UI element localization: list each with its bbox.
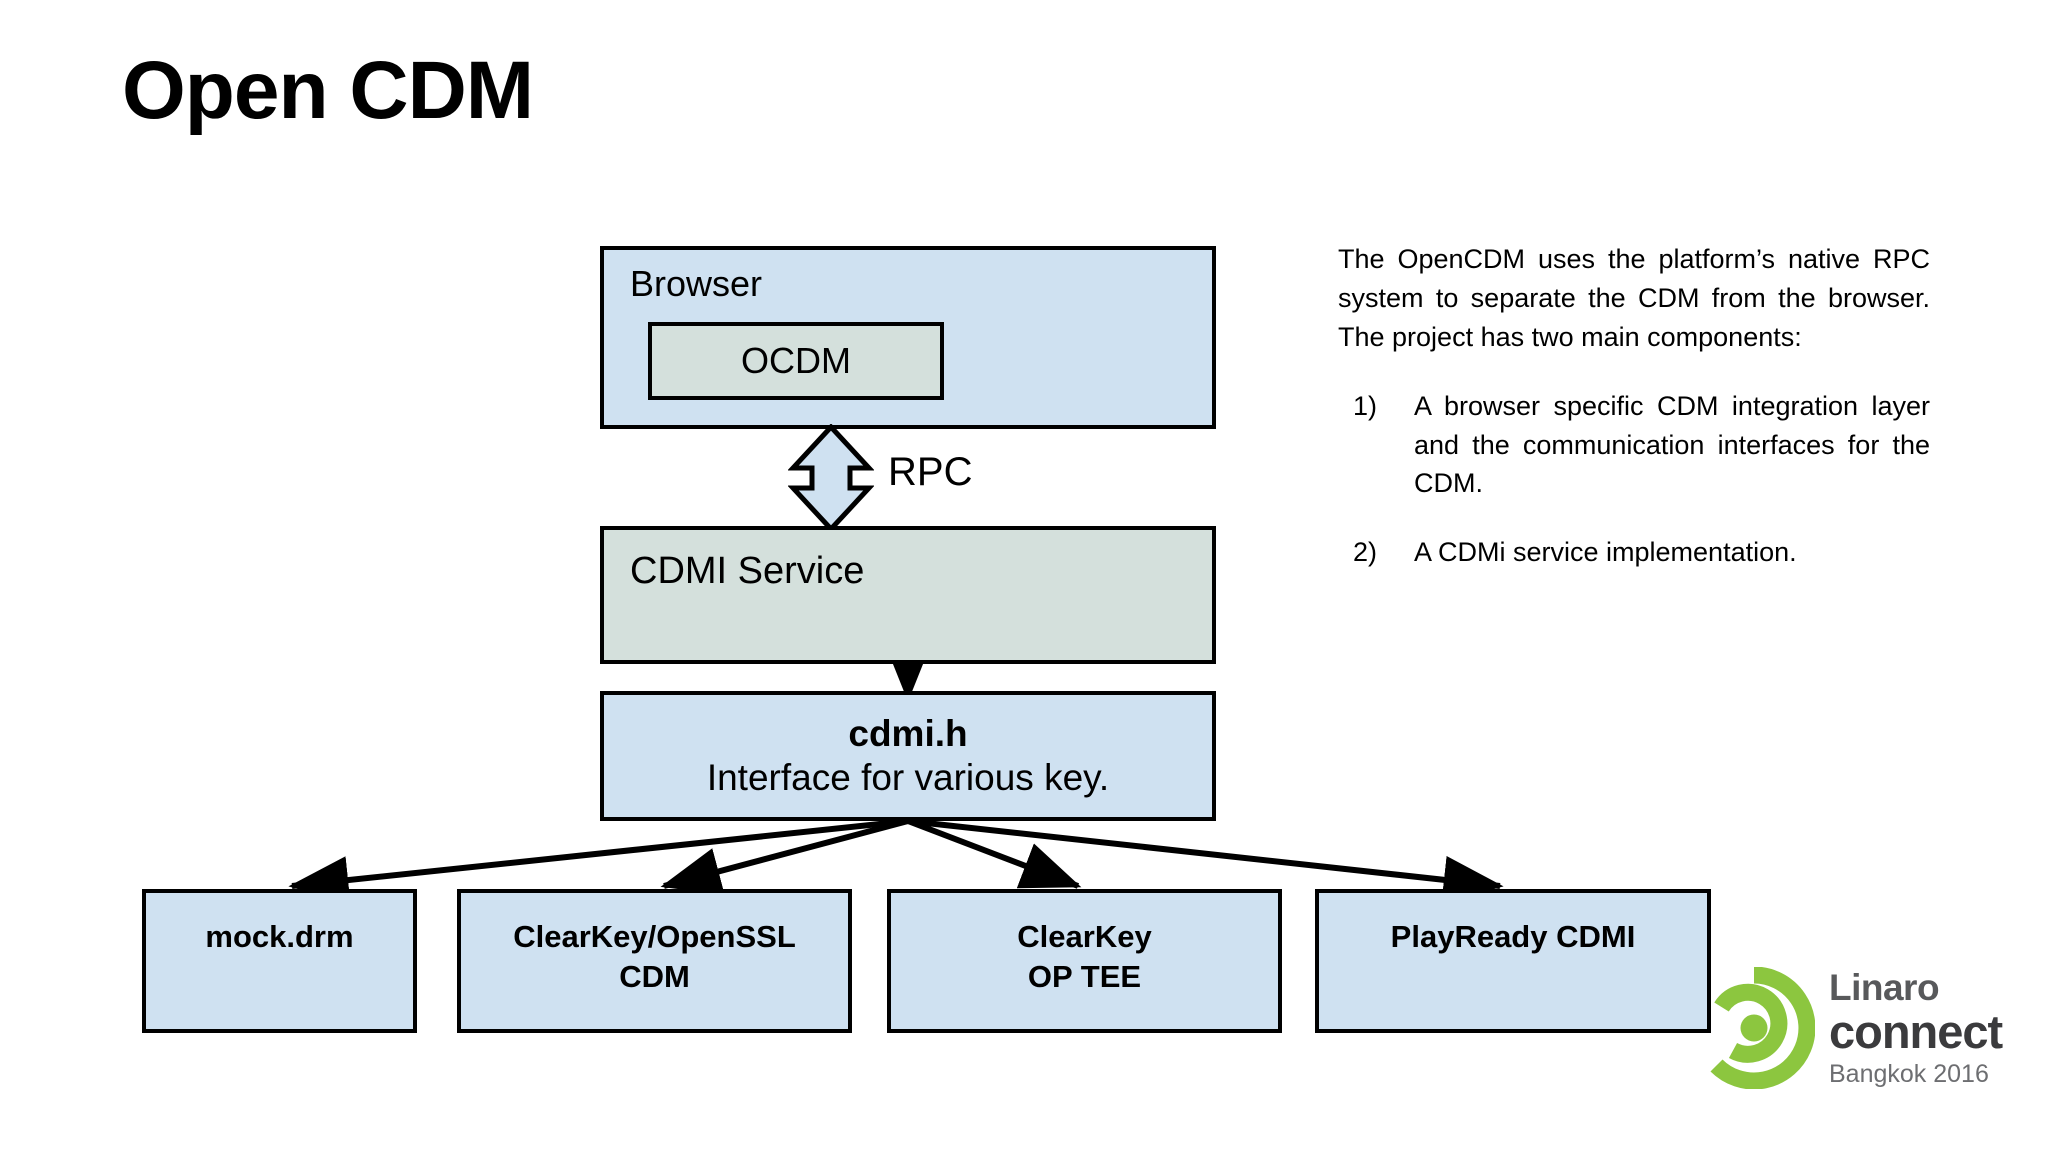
logo-line-linaro: Linaro bbox=[1829, 966, 1940, 1008]
diagram-box-clearkey-openssl-cdm: ClearKey/OpenSSL CDM bbox=[457, 889, 852, 1033]
logo-line-connect: connect bbox=[1829, 1004, 2003, 1058]
diagram-box-cdmih: cdmi.h Interface for various key. bbox=[600, 691, 1216, 821]
cdmi-service-box-label: CDMI Service bbox=[630, 550, 865, 592]
diagram-box-mock-drm: mock.drm bbox=[142, 889, 417, 1033]
linaro-spiral-icon bbox=[1710, 966, 1815, 1089]
notes-item-text-2: A CDMi service implementation. bbox=[1414, 537, 1797, 568]
connector-cdmih-to-leaf-0 bbox=[288, 818, 909, 904]
diagram-box-playready-cdmi: PlayReady CDMI bbox=[1315, 889, 1711, 1033]
notes-list-item-2: 2) A CDMi service implementation. bbox=[1338, 533, 1930, 572]
cdmih-subtitle: Interface for various key. bbox=[706, 757, 1110, 798]
diagram-box-ocdm: OCDM bbox=[648, 322, 944, 400]
page-title: Open CDM bbox=[122, 45, 534, 136]
diagram-box-cdmi-service: CDMI Service bbox=[600, 526, 1216, 664]
notes-item-number-1: 1) bbox=[1353, 390, 1378, 421]
cdmih-title: cdmi.h bbox=[848, 713, 968, 754]
rpc-label: RPC bbox=[888, 450, 973, 494]
notes-item-number-2: 2) bbox=[1353, 537, 1378, 568]
connector-cdmih-to-leaf-1 bbox=[660, 818, 909, 895]
browser-box-label: Browser bbox=[630, 263, 763, 304]
diagram-box-clearkey-op-tee: ClearKey OP TEE bbox=[887, 889, 1282, 1033]
rpc-double-arrow-icon bbox=[788, 424, 874, 532]
notes-list-item-1: 1) A browser specific CDM integration la… bbox=[1338, 387, 1930, 504]
ocdm-box-label: OCDM bbox=[741, 340, 851, 381]
leaf-label-0: mock.drm bbox=[205, 919, 354, 954]
logo-line-city: Bangkok 2016 bbox=[1829, 1059, 1989, 1088]
leaf-label-3: PlayReady CDMI bbox=[1390, 919, 1636, 954]
notes-column: The OpenCDM uses the platform’s native R… bbox=[1338, 240, 1930, 572]
notes-intro-paragraph: The OpenCDM uses the platform’s native R… bbox=[1338, 244, 1930, 352]
leaf-label-2: ClearKey OP TEE bbox=[1017, 919, 1152, 994]
linaro-connect-logo: Linaro connect Bangkok 2016 bbox=[1693, 955, 2038, 1100]
logo-wordmark: Linaro connect Bangkok 2016 bbox=[1829, 966, 2003, 1088]
notes-item-text-1: A browser specific CDM integration layer… bbox=[1414, 390, 1930, 499]
connector-cdmih-to-leaf-3 bbox=[907, 818, 1504, 904]
connector-cdmih-to-leaf-2 bbox=[906, 818, 1082, 889]
leaf-label-1: ClearKey/OpenSSL CDM bbox=[513, 919, 796, 994]
